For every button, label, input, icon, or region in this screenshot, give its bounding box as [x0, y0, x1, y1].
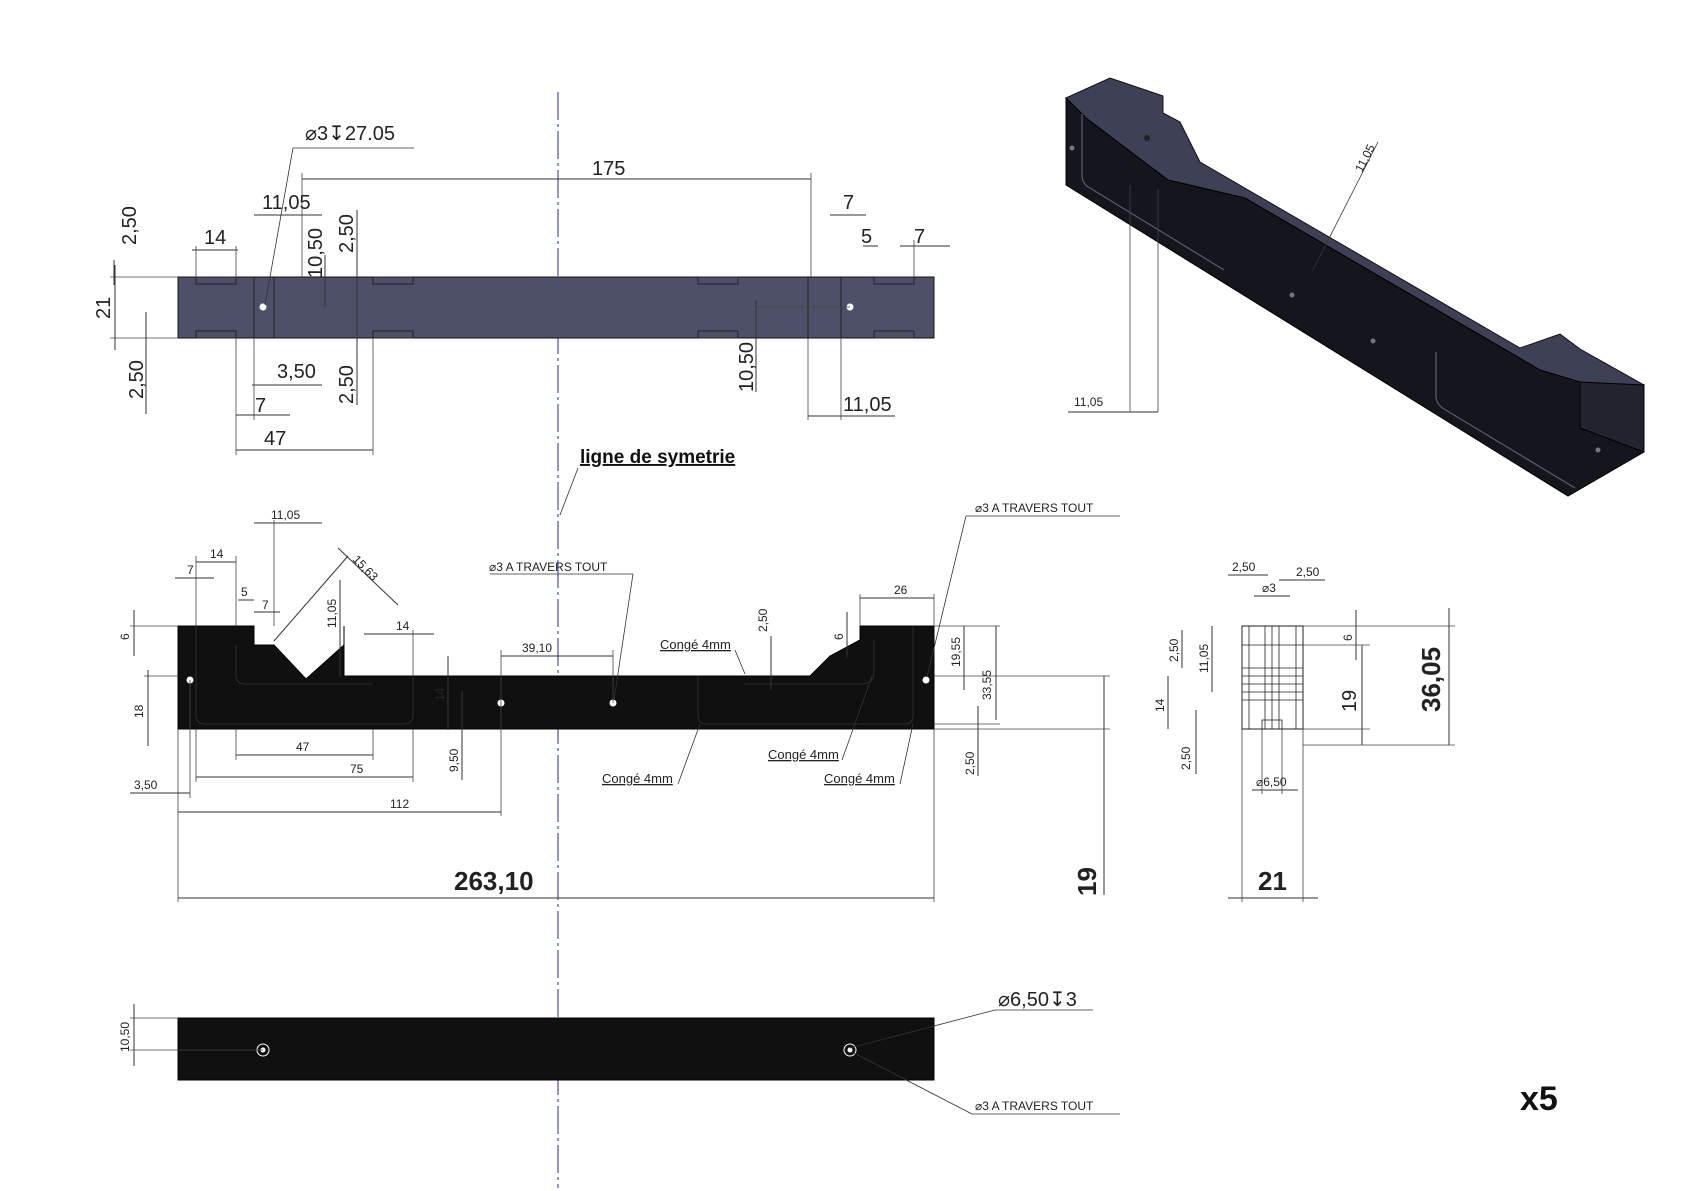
- bottom-hole-right: [843, 1043, 857, 1057]
- dim-19-front: 19: [1072, 867, 1102, 896]
- front-hole-4: [922, 676, 930, 684]
- dim-dia6-50-side: ⌀6,50: [1256, 775, 1287, 789]
- dim-14-side: 14: [1153, 698, 1167, 712]
- dim-10-50-bottom: 10,50: [118, 1022, 132, 1052]
- note-thru-bottom: ⌀3 A TRAVERS TOUT: [975, 1099, 1094, 1113]
- dim-7-top-right-b: 7: [914, 226, 925, 248]
- dim-2-50-side-a: 2,50: [1232, 560, 1256, 574]
- dim-18-front: 18: [132, 704, 146, 718]
- bottom-hole-right-core: [847, 1047, 853, 1053]
- dim-263-10: 263,10: [454, 866, 534, 896]
- dim-19-55: 19,55: [949, 637, 963, 667]
- dim-2-50-bottom-left: 2,50: [126, 360, 148, 399]
- top-view-body: [177, 276, 935, 339]
- note-fillet-3: Congé 4mm: [602, 771, 673, 786]
- dim-112-front: 112: [390, 797, 409, 811]
- top-view: ⌀3↧27.05 175 11,05 14 2,50 10,50 2,50 7 …: [93, 123, 950, 455]
- dim-11-05-top-left: 11,05: [262, 192, 311, 214]
- dim-3-50-front: 3,50: [134, 778, 158, 792]
- dim-2-50-side-b: 2,50: [1296, 565, 1320, 579]
- dim-3-50-top: 3,50: [277, 361, 316, 383]
- dim-21-side: 21: [1258, 866, 1287, 896]
- dim-14-top: 14: [204, 227, 226, 249]
- dim-7-front-b: 7: [262, 598, 269, 612]
- dim-2-50-top-lower: 2,50: [336, 365, 358, 404]
- dim-21-top: 21: [93, 297, 115, 319]
- dim-36-05: 36,05: [1416, 647, 1446, 712]
- front-view: 11,05 14 7 5 7 15,63 11,05 14 6 18 14: [118, 501, 1120, 902]
- dim-11-05-side: 11,05: [1197, 644, 1211, 673]
- dim-11-05-top-right: 11,05: [843, 394, 892, 416]
- symmetry-label: ligne de symetrie: [580, 447, 735, 468]
- note-counterbore: ⌀6,50↧3: [998, 989, 1077, 1011]
- iso-view: 11,05 11,05: [1065, 77, 1645, 497]
- dim-dia3-side: ⌀3: [1262, 581, 1276, 595]
- top-hole-callout: ⌀3↧27.05: [305, 123, 395, 145]
- dim-2-50-top-left: 2,50: [119, 206, 141, 245]
- note-fillet-2: Congé 4mm: [768, 747, 839, 762]
- dim-5-top-right: 5: [861, 226, 872, 248]
- dim-6-front-right: 6: [832, 633, 846, 640]
- front-view-body: [177, 625, 935, 730]
- side-view: 2,50 2,50 ⌀3 2,50 11,05 6 14 19 36,05 2,…: [1153, 560, 1455, 902]
- dim-33-55: 33,55: [980, 670, 994, 700]
- dim-75-front: 75: [350, 762, 364, 776]
- dim-2-50-front-a: 2,50: [756, 608, 770, 632]
- dim-14-front-a: 14: [210, 547, 224, 561]
- dim-6-front-left: 6: [118, 633, 132, 640]
- dim-11-05-iso-b: 11,05: [1074, 395, 1103, 409]
- dim-11-05-front-v: 11,05: [325, 599, 339, 628]
- dim-2-50-top-mid: 2,50: [336, 214, 358, 253]
- dim-39-10: 39,10: [522, 641, 552, 655]
- dim-9-50: 9,50: [447, 748, 461, 772]
- dim-14-front-c: 14: [433, 687, 447, 701]
- dim-15-63: 15,63: [350, 552, 381, 584]
- dim-47-top: 47: [264, 428, 286, 450]
- dim-7-front-a: 7: [187, 563, 194, 577]
- dim-5-front: 5: [241, 585, 248, 599]
- quantity-label: x5: [1520, 1080, 1558, 1118]
- dim-14-front-b: 14: [396, 619, 410, 633]
- dim-26: 26: [894, 583, 908, 597]
- note-thru-left: ⌀3 A TRAVERS TOUT: [489, 560, 608, 574]
- dim-10-50-top-right: 10,50: [736, 342, 758, 392]
- dim-11-05-iso-a: 11,05: [1352, 142, 1378, 175]
- iso-end-face: [1579, 381, 1645, 453]
- dim-2-50-side-d: 2,50: [1179, 746, 1193, 770]
- bottom-view: 10,50 ⌀6,50↧3 ⌀3 A TRAVERS TOUT: [118, 989, 1120, 1115]
- dim-7-top-lower: 7: [255, 395, 266, 417]
- top-hole-left: [259, 303, 267, 311]
- dim-6-side: 6: [1341, 634, 1355, 641]
- dim-19-side: 19: [1339, 690, 1361, 712]
- side-view-body: [1241, 625, 1304, 730]
- note-thru-right: ⌀3 A TRAVERS TOUT: [975, 501, 1094, 515]
- note-fillet-1: Congé 4mm: [660, 637, 731, 652]
- bottom-view-body: [177, 1017, 935, 1081]
- dim-7-top-right-a: 7: [843, 192, 854, 214]
- dim-175: 175: [592, 158, 625, 180]
- dim-2-50-side-c: 2,50: [1167, 638, 1181, 662]
- dim-10-50-top: 10,50: [305, 228, 327, 278]
- dim-2-50-front-b: 2,50: [963, 751, 977, 775]
- dim-47-front: 47: [296, 740, 310, 754]
- note-fillet-4: Congé 4mm: [824, 771, 895, 786]
- dim-11-05-front: 11,05: [271, 508, 300, 522]
